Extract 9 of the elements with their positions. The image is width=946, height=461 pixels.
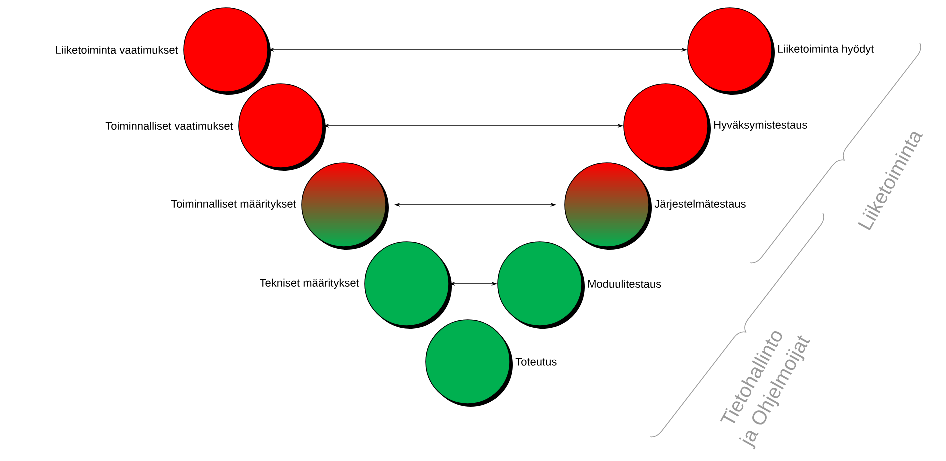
stage-label: Liiketoiminta hyödyt [778,44,874,56]
stage-label: Moduulitestaus [588,280,662,288]
stage-label: Tekniset määritykset [260,278,360,290]
stage-label: Toiminnalliset vaatimukset [106,122,234,130]
stage-label: Hyväksymistestaus [714,120,808,132]
stage-label: Toteutus [516,358,557,366]
stage-label: Toiminnalliset määritykset [171,200,296,210]
stage-label: Liiketoiminta vaatimukset [56,46,178,54]
stage-label: Järjestelmätestaus [654,200,746,210]
